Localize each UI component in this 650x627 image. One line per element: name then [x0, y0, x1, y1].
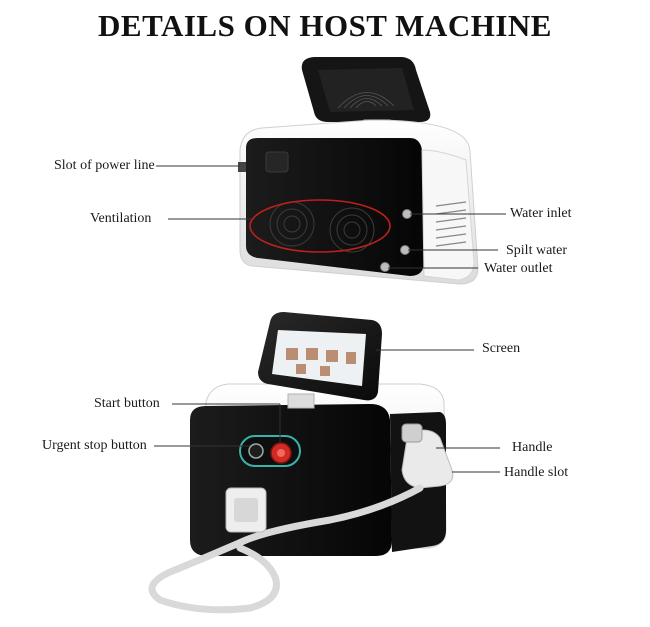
urgent-stop-button[interactable] — [248, 443, 264, 459]
label-screen: Screen — [482, 341, 521, 356]
host-machine-rear-view — [238, 57, 479, 285]
label-ventilation: Ventilation — [90, 211, 152, 226]
water-ports — [380, 209, 412, 272]
host-machine-front-view — [148, 312, 454, 614]
label-start-button: Start button — [94, 396, 160, 411]
label-handle: Handle — [512, 440, 553, 455]
label-water-outlet: Water outlet — [484, 261, 553, 276]
label-handle-slot: Handle slot — [504, 465, 569, 480]
side-vent-slots — [435, 201, 467, 247]
page-title: DETAILS ON HOST MACHINE — [98, 8, 552, 43]
power-line-slot — [265, 151, 289, 173]
screen-thumbnails — [286, 348, 356, 376]
label-spilt-water: Spilt water — [506, 243, 568, 258]
label-slot-of-power-line: Slot of power line — [54, 158, 155, 173]
label-water-inlet: Water inlet — [510, 206, 572, 221]
handpiece-handle[interactable] — [401, 423, 454, 489]
label-urgent-stop-button: Urgent stop button — [42, 438, 147, 453]
touch-screen[interactable] — [258, 312, 382, 401]
callout-leader-lines — [154, 165, 506, 473]
ventilation-highlight-ellipse — [249, 199, 391, 253]
rear-screen-vent-pattern — [337, 92, 395, 109]
handle-cable — [148, 484, 424, 614]
